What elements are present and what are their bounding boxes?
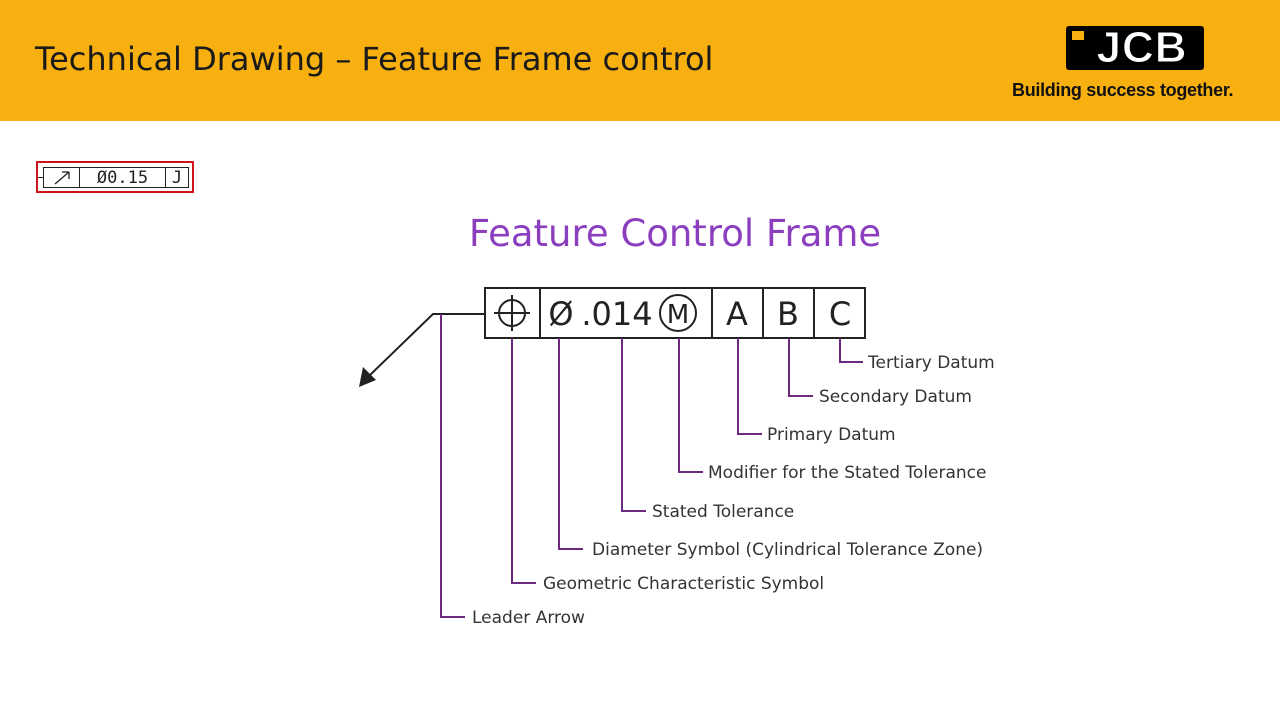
- logo-slogan: Building success together.: [1012, 80, 1234, 100]
- callout-modifier: Modifier for the Stated Tolerance: [708, 463, 986, 483]
- tolerance-value: .014: [581, 295, 652, 333]
- mini-feature-frame: Ø0.15 J: [43, 167, 189, 188]
- diagram-title: Feature Control Frame: [469, 212, 881, 255]
- callout-lines: [440, 314, 863, 618]
- logo-text: JCB: [1096, 23, 1188, 72]
- position-crosshair-icon: [494, 295, 530, 331]
- highlighted-feature-frame: Ø0.15 J: [36, 161, 194, 193]
- logo-badge-icon: [1072, 31, 1084, 40]
- datum-primary: A: [726, 295, 748, 333]
- jcb-logo: JCB: [1066, 23, 1204, 72]
- callout-geometric-symbol: Geometric Characteristic Symbol: [543, 574, 824, 594]
- diameter-symbol: Ø: [548, 295, 573, 333]
- callout-stated-tolerance: Stated Tolerance: [652, 502, 794, 522]
- mini-datum: J: [171, 167, 183, 188]
- arrow-diagonal-icon: [44, 168, 80, 187]
- mini-leader-line: [38, 177, 43, 178]
- slide-title: Technical Drawing – Feature Frame contro…: [35, 40, 714, 78]
- mini-tolerance-value: Ø0.15: [80, 168, 166, 188]
- callout-leader-arrow: Leader Arrow: [472, 608, 585, 628]
- modifier-circle: M: [659, 294, 697, 332]
- datum-tertiary: C: [829, 295, 851, 333]
- leader-arrow: [359, 313, 485, 387]
- frame-outline: [484, 287, 866, 339]
- callout-primary-datum: Primary Datum: [767, 425, 896, 445]
- callout-tertiary-datum: Tertiary Datum: [867, 353, 995, 373]
- header-bar: Technical Drawing – Feature Frame contro…: [0, 0, 1280, 121]
- datum-secondary: B: [777, 295, 799, 333]
- callout-diameter-symbol: Diameter Symbol (Cylindrical Tolerance Z…: [592, 540, 983, 560]
- modifier-letter: M: [667, 300, 689, 330]
- callout-secondary-datum: Secondary Datum: [819, 387, 972, 407]
